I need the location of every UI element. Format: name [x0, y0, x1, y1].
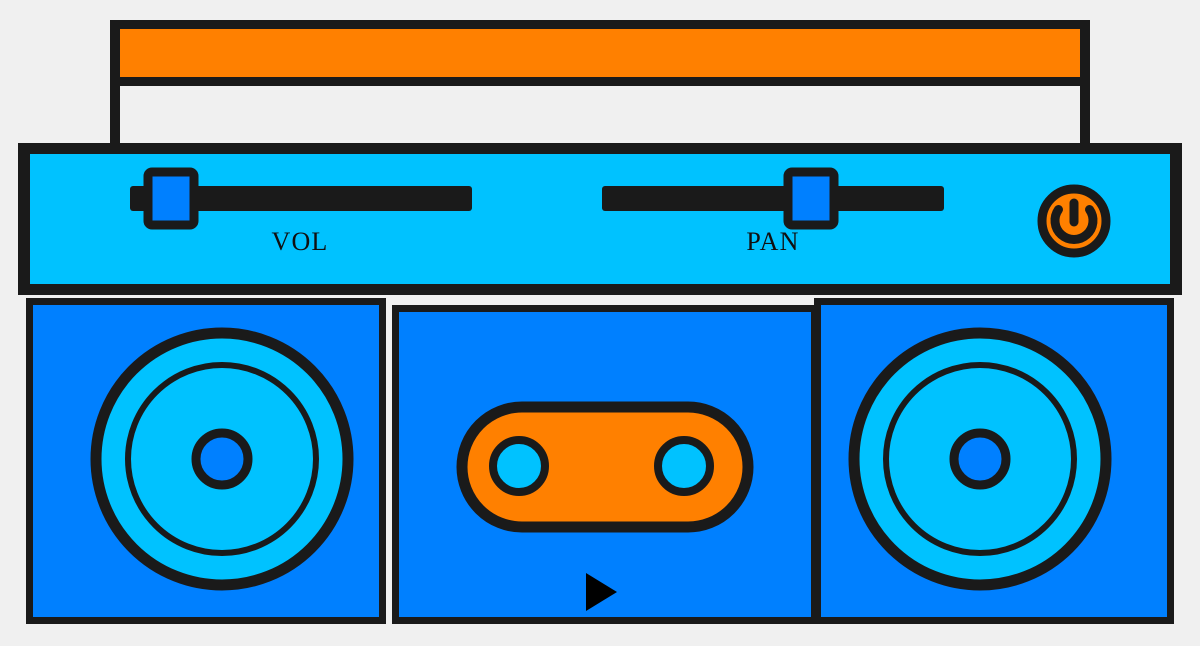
- carry-handle[interactable]: [110, 20, 1090, 150]
- cassette-left-reel: [489, 436, 549, 496]
- left-speaker-dust-cap: [191, 428, 253, 490]
- pan-slider[interactable]: [602, 167, 944, 230]
- cassette-tape[interactable]: [456, 401, 754, 533]
- vol-slider[interactable]: [130, 167, 472, 230]
- right-speaker-dust-cap: [949, 428, 1011, 490]
- control-panel: VOL PAN: [18, 143, 1182, 295]
- cassette-deck-panel: [392, 305, 818, 624]
- left-speaker-panel: [26, 298, 386, 624]
- vol-slider-knob[interactable]: [143, 167, 199, 230]
- pan-slider-track[interactable]: [602, 186, 944, 211]
- vol-slider-track[interactable]: [130, 186, 472, 211]
- play-button[interactable]: [586, 573, 617, 611]
- right-speaker-panel: [814, 298, 1174, 624]
- handle-grip-opening: [120, 86, 1080, 150]
- handle-orange-band: [120, 29, 1080, 77]
- power-button[interactable]: [1037, 184, 1111, 258]
- pan-slider-label: PAN: [746, 227, 799, 256]
- left-speaker[interactable]: [90, 327, 354, 591]
- control-panel-face: [30, 154, 1170, 284]
- play-triangle-icon[interactable]: [586, 573, 617, 611]
- power-icon: [1050, 198, 1098, 244]
- right-speaker[interactable]: [848, 327, 1112, 591]
- pan-slider-knob[interactable]: [783, 167, 839, 230]
- cassette-right-reel: [654, 436, 714, 496]
- vol-slider-label: VOL: [271, 227, 328, 256]
